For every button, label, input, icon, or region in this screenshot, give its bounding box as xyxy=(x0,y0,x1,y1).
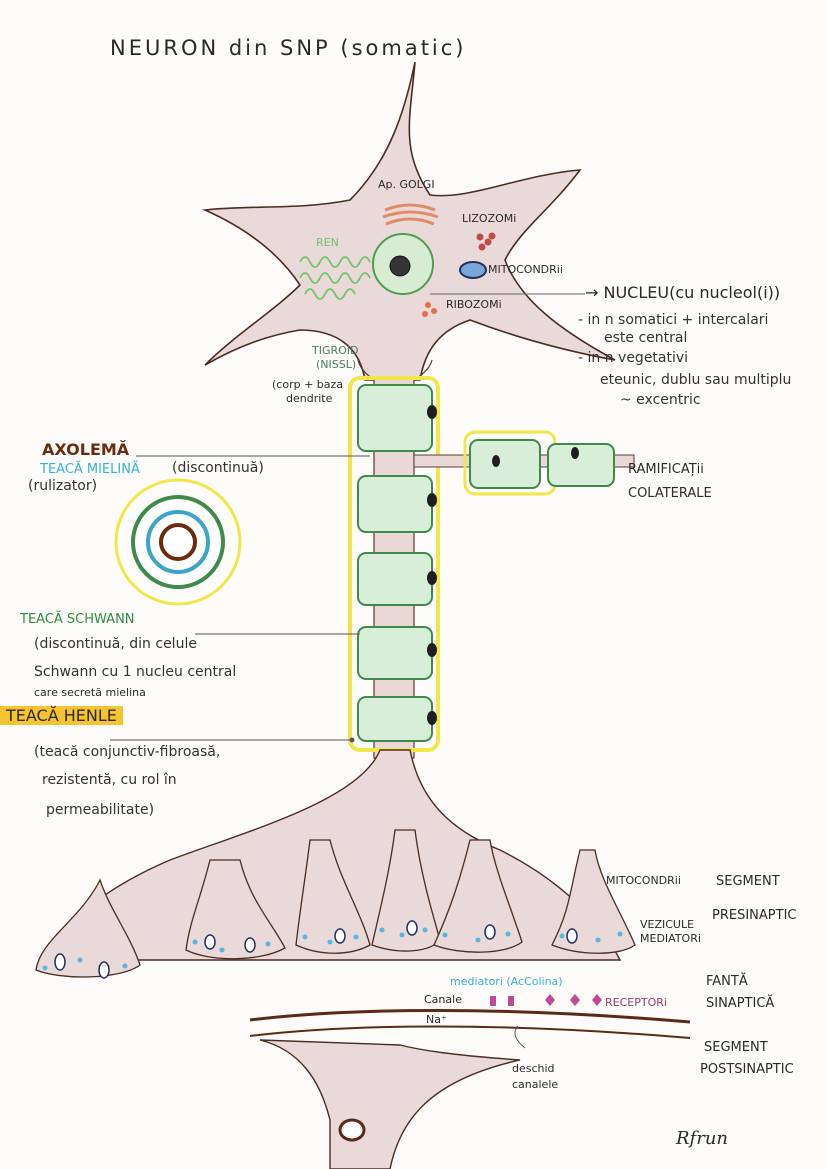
synaptic-vesicles xyxy=(42,927,623,971)
presynaptic-label-2: PRESINAPTIC xyxy=(712,908,797,923)
rough-endoplasmic-reticulum xyxy=(299,256,371,300)
ren-label: REN xyxy=(316,236,339,249)
henle-note-3: permeabilitate) xyxy=(46,802,155,818)
nucleus-note-2: este central xyxy=(604,330,688,346)
channel-note-2: canalele xyxy=(512,1078,559,1091)
henle-note-1: (teacă conjunctiv-fibroasă, xyxy=(34,744,221,760)
terminal-mitochondria xyxy=(54,920,578,979)
henle-note-2: rezistentă, cu rol în xyxy=(42,772,177,788)
postsynaptic-nucleus xyxy=(338,1118,366,1142)
myelin-label: TEACĂ MIELINĂ xyxy=(40,462,140,477)
mitochondrion xyxy=(459,261,487,279)
schwann-note-1: (discontinuă, din celule xyxy=(34,636,197,652)
nucleus-note-4: eteunic, dublu sau multiplu xyxy=(600,372,792,388)
collateral-label-2: COLATERALE xyxy=(628,486,712,501)
nucleus-note-3: - in n vegetativi xyxy=(578,350,689,366)
ribosomes xyxy=(422,302,437,317)
ion-channels xyxy=(490,996,514,1006)
mediator-label: mediatori (AcColina) xyxy=(450,975,563,988)
golgi-label: Ap. GOLGI xyxy=(378,178,435,191)
nucleus-label: → NUCLEU(cu nucleol(i)) xyxy=(585,283,781,302)
vesicle-label-1: VEZICULE xyxy=(640,918,695,931)
lysosomes xyxy=(476,232,496,251)
collateral-branch xyxy=(413,430,635,496)
cleft-label-2: SINAPTICĂ xyxy=(706,996,775,1011)
channel-note-1: deschid xyxy=(512,1062,555,1075)
postsynaptic-membrane xyxy=(249,1009,691,1024)
schwann-note-3: care secretă mielina xyxy=(34,686,146,699)
nucleus-note-5: ~ excentric xyxy=(620,392,701,408)
cell-body xyxy=(201,61,616,381)
lysosome-label: LIZOZOMi xyxy=(462,212,517,225)
postsynaptic-label-2: POSTSINAPTIC xyxy=(700,1062,794,1077)
postsynaptic-label-1: SEGMENT xyxy=(704,1040,768,1055)
page-title: NEURON din SNP (somatic) xyxy=(110,36,467,60)
cleft-label-1: FANTĂ xyxy=(706,974,748,989)
schwann-nuclei xyxy=(427,405,437,725)
collateral-label-1: RAMIFICAȚii xyxy=(628,462,704,477)
ribosome-label: RIBOZOMi xyxy=(446,298,502,311)
terminal-mito-label: MITOCONDRii xyxy=(606,874,681,887)
golgi-apparatus xyxy=(382,203,439,226)
vesicle-label-2: MEDIATORi xyxy=(640,932,701,945)
schwann-label: TEACĂ SCHWANN xyxy=(20,612,135,627)
presynaptic-label-1: SEGMENT xyxy=(716,874,780,889)
tigroid-label: TIGROID xyxy=(312,344,359,357)
receptor-label: RECEPTORi xyxy=(605,996,667,1009)
nucleolus xyxy=(389,255,411,277)
mitochondria-label: MITOCONDRii xyxy=(488,263,563,276)
synaptic-buttons xyxy=(35,829,636,978)
myelin-note: (rulizator) xyxy=(28,478,98,494)
corp-label-line2: dendrite xyxy=(286,392,333,405)
myelin-segments xyxy=(357,384,433,742)
axolema-label: AXOLEMĂ xyxy=(42,440,130,459)
schwann-note-2: Schwann cu 1 nucleu central xyxy=(34,664,237,680)
corp-label-line1: (corp + baza xyxy=(272,378,344,391)
canale-label: Canale xyxy=(424,993,462,1006)
nucleus-note-1: - in n somatici + intercalari xyxy=(578,312,769,328)
na-label: Na⁺ xyxy=(426,1013,447,1026)
henle-label: TEACĂ HENLE xyxy=(0,706,123,725)
myelin-cross-section xyxy=(114,478,242,606)
receptors xyxy=(545,994,602,1006)
nissl-label: (NISSL) xyxy=(316,358,357,371)
signature: Rfrun xyxy=(676,1128,729,1149)
myelin-qualifier: (discontinuă) xyxy=(172,460,264,476)
postsynaptic-neuron xyxy=(259,1039,521,1169)
